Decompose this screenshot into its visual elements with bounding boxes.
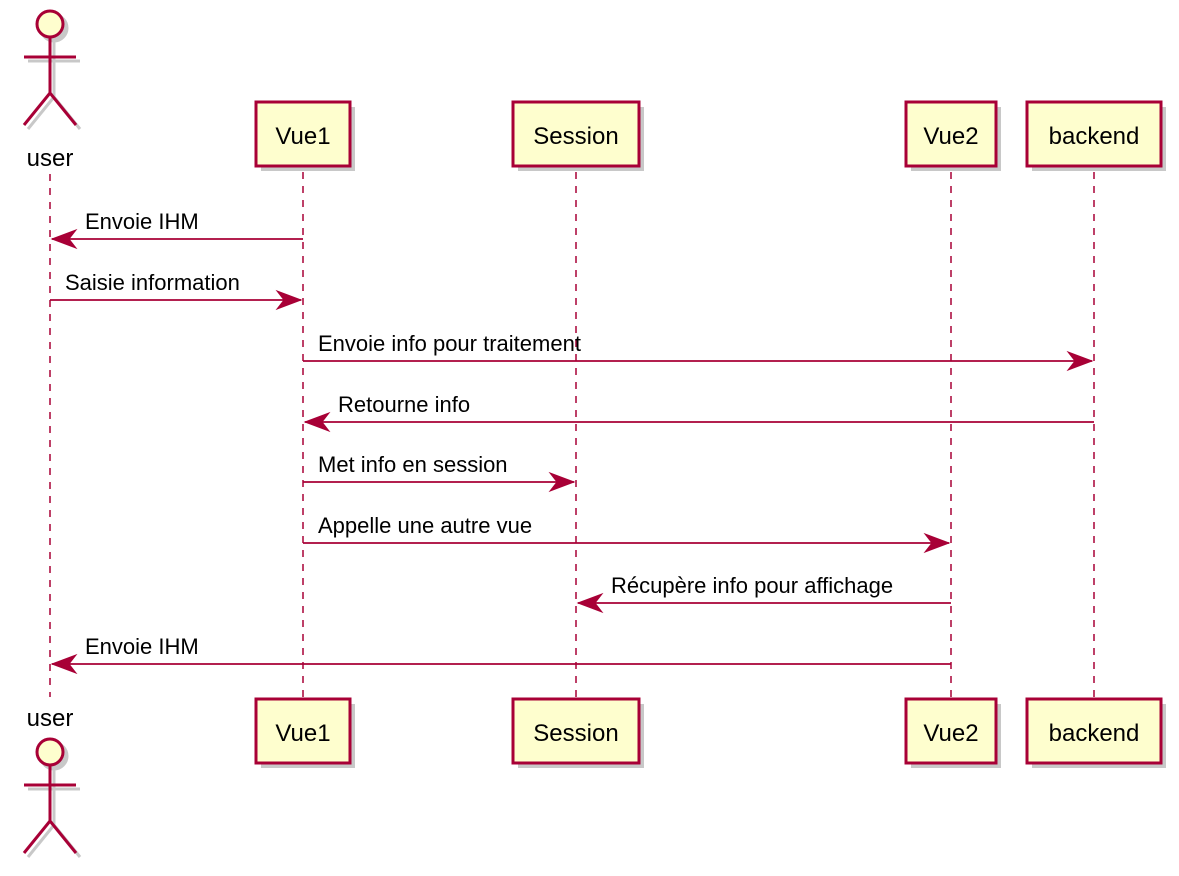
participant-label: Vue2 [923, 720, 978, 747]
message-1: Envoie IHM [50, 209, 303, 250]
message-8: Envoie IHM [50, 634, 951, 675]
participant-label: Session [533, 123, 618, 150]
arrowhead-icon [50, 228, 78, 250]
participant-box [1025, 697, 1163, 765]
participant-label: Vue1 [275, 720, 330, 747]
message-5: Met info en session [303, 452, 576, 493]
participant-session-top: Session [511, 100, 644, 171]
message-label: Envoie IHM [85, 209, 199, 234]
message-label: Retourne info [338, 392, 470, 417]
arrowhead-icon [548, 471, 576, 493]
participant-box [511, 697, 641, 765]
participant-vue1-top: Vue1 [254, 100, 355, 171]
participant-box [254, 697, 352, 765]
actor-figure-icon [22, 737, 82, 858]
participant-vue2-bottom: Vue2 [904, 697, 1001, 768]
participant-box [904, 697, 998, 765]
participant-vue2-top: Vue2 [904, 100, 1001, 171]
actor-label: user [27, 145, 74, 172]
lifelines [49, 172, 1095, 697]
participant-box [1025, 100, 1163, 168]
actor-label: user [27, 705, 74, 732]
arrowhead-icon [303, 411, 331, 433]
participant-label: backend [1049, 720, 1140, 747]
message-2: Saisie information [50, 270, 303, 311]
message-label: Envoie info pour traitement [318, 331, 581, 356]
participant-backend-bottom: backend [1025, 697, 1166, 768]
participant-box [904, 100, 998, 168]
message-4: Retourne info [303, 392, 1094, 433]
arrowhead-icon [923, 532, 951, 554]
participant-label: backend [1049, 123, 1140, 150]
participant-label: Vue1 [275, 123, 330, 150]
message-3: Envoie info pour traitement [303, 331, 1094, 372]
participant-box [254, 100, 352, 168]
actor-user-bottom: user [22, 705, 82, 858]
message-label: Récupère info pour affichage [611, 573, 893, 598]
participant-label: Vue2 [923, 123, 978, 150]
message-label: Envoie IHM [85, 634, 199, 659]
message-6: Appelle une autre vue [303, 513, 951, 554]
message-7: Récupère info pour affichage [576, 573, 951, 614]
message-label: Appelle une autre vue [318, 513, 532, 538]
participant-session-bottom: Session [511, 697, 644, 768]
participant-label: Session [533, 720, 618, 747]
participant-backend-top: backend [1025, 100, 1166, 171]
arrowhead-icon [275, 289, 303, 311]
participant-vue1-bottom: Vue1 [254, 697, 355, 768]
participant-box [511, 100, 641, 168]
participants-top: user Vue1 Session Vue2 backend [22, 9, 1166, 172]
actor-figure-icon [22, 9, 82, 130]
message-label: Saisie information [65, 270, 240, 295]
arrowhead-icon [576, 592, 604, 614]
arrowhead-icon [50, 653, 78, 675]
arrowhead-icon [1066, 350, 1094, 372]
actor-user-top: user [22, 9, 82, 172]
message-label: Met info en session [318, 452, 508, 477]
